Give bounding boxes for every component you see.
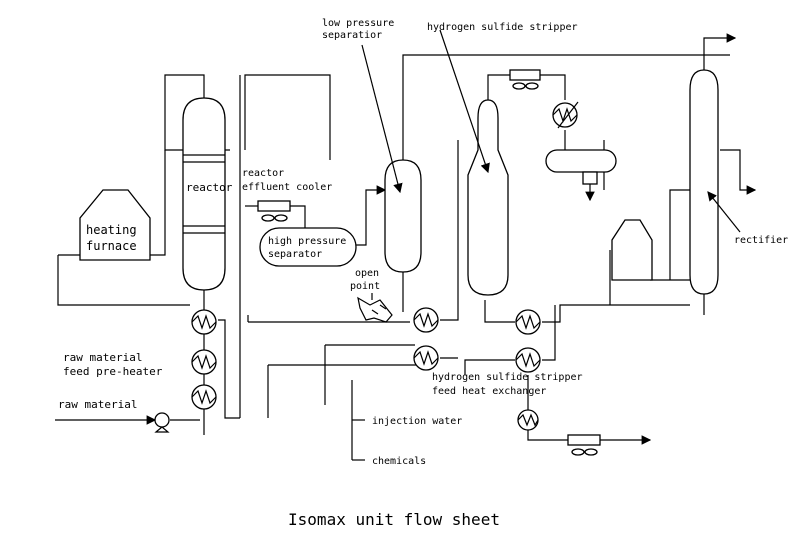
open-point-figure <box>357 296 393 323</box>
high-pressure-separator-label-1: high pressure <box>268 236 346 247</box>
h2s-feed-heat-exchanger-label-1: hydrogen sulfide stripper <box>432 372 583 383</box>
chemicals-label: chemicals <box>372 456 426 467</box>
h2s-feed-heat-exchanger-label-2: feed heat exchanger <box>432 386 546 397</box>
heating-furnace-label-1: heating <box>86 223 137 237</box>
preheater-exchanger-3 <box>191 384 217 410</box>
reactor-effluent-cooler <box>257 200 291 222</box>
stripper-bottom-exchanger-2 <box>515 347 541 373</box>
open-point-label-1: open <box>355 268 379 279</box>
stripper-overhead-cooler <box>509 69 541 90</box>
hydrogen-sulfide-stripper <box>467 99 509 296</box>
low-pressure-separator-label-1: low pressure <box>322 18 394 29</box>
stripper-bottom-exchanger-1 <box>515 309 541 335</box>
stripper-overhead-condenser <box>552 101 579 129</box>
h2s-feed-exchanger-2 <box>413 345 439 371</box>
heating-furnace <box>79 189 151 261</box>
reactor-label: reactor <box>186 181 233 194</box>
preheater-exchanger-2 <box>191 349 217 375</box>
h2s-feed-exchanger-1 <box>413 307 439 333</box>
low-pressure-separator-label-2: separatior <box>322 30 382 41</box>
low-pressure-separator <box>384 159 422 273</box>
heating-furnace-label-2: furnace <box>86 239 137 253</box>
raw-material-label: raw material <box>58 398 137 411</box>
high-pressure-separator-label-2: separator <box>268 249 322 260</box>
product-air-cooler <box>567 434 601 456</box>
preheater-exchanger-1 <box>191 309 217 335</box>
reactor-effluent-cooler-label-1: reactor <box>242 168 284 179</box>
pointer-lines <box>361 29 741 300</box>
reactor-effluent-cooler-label-2: effluent cooler <box>242 182 332 193</box>
high-pressure-separator <box>259 227 357 267</box>
rectifier-label: rectifier <box>734 235 788 246</box>
raw-material-feed-preheater-label-1: raw material <box>63 351 142 364</box>
reactor-vessel <box>182 97 226 291</box>
injection-water-label: injection water <box>372 416 462 427</box>
open-point-label-2: point <box>350 281 380 292</box>
feed-pump <box>154 412 170 433</box>
piping-lines <box>55 33 757 461</box>
reboiler-furnace <box>611 219 653 281</box>
stripper-bottom-exchanger-3 <box>517 409 539 431</box>
h2s-stripper-label: hydrogen sulfide stripper <box>427 22 578 33</box>
raw-material-feed-preheater-label-2: feed pre-heater <box>63 365 163 378</box>
reflux-drum <box>545 149 617 185</box>
diagram-caption: Isomax unit flow sheet <box>288 510 500 529</box>
rectifier-column <box>689 69 719 295</box>
